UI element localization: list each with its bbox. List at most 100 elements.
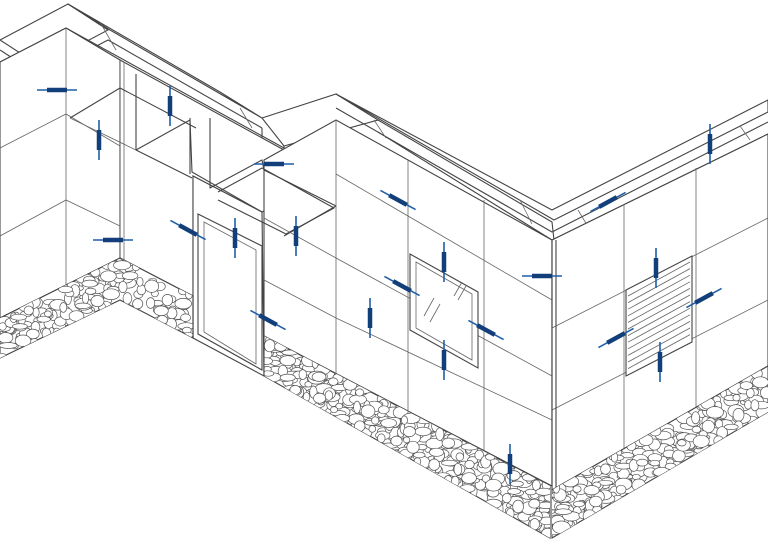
- rubble-stone: [403, 426, 416, 438]
- door: [197, 213, 263, 371]
- rubble-stone: [732, 394, 741, 402]
- rubble-stone: [406, 440, 420, 454]
- rubble-stone: [10, 313, 27, 321]
- rubble-stone: [403, 436, 411, 444]
- rubble-stone: [706, 406, 724, 419]
- louver-slat: [627, 281, 691, 317]
- rubble-stone: [353, 400, 361, 414]
- rubble-stone: [400, 415, 408, 425]
- rubble-stone: [739, 381, 754, 390]
- rubble-stone: [692, 434, 710, 448]
- rubble-stone: [328, 377, 339, 386]
- stone-plinth: [0, 257, 768, 539]
- rubble-stone: [750, 399, 760, 412]
- louver-slat: [627, 321, 691, 356]
- rubble-stone: [583, 485, 600, 496]
- rubble-stone: [302, 391, 311, 402]
- rubble-stone: [355, 388, 365, 397]
- rubble-stone: [461, 472, 477, 484]
- rubble-stone: [100, 270, 117, 283]
- rubble-stone: [413, 451, 426, 459]
- rubble-stone: [455, 452, 464, 462]
- rubble-stone: [360, 404, 376, 418]
- rubble-stone: [677, 439, 687, 447]
- rubble-stone: [118, 280, 128, 294]
- rubble-stone: [0, 332, 14, 344]
- rubble-stone: [528, 498, 541, 509]
- rubble-stone: [174, 298, 192, 310]
- rubble-stone: [146, 297, 156, 309]
- rubble-stone: [724, 423, 739, 430]
- rubble-stone: [474, 449, 484, 461]
- rubble-stone: [664, 462, 677, 470]
- louver-slat: [627, 327, 691, 363]
- rubble-stone: [12, 323, 28, 330]
- dimension-marker-icon: [380, 189, 416, 211]
- rubble-stone: [691, 425, 702, 434]
- rubble-stone: [371, 416, 380, 425]
- louver-slat: [627, 314, 691, 350]
- rubble-stone: [102, 288, 120, 300]
- rubble-stone: [121, 271, 139, 280]
- rubble-stone: [32, 307, 40, 318]
- rubble-stone: [628, 459, 639, 472]
- rubble-stone: [507, 488, 521, 495]
- rubble-stone: [441, 437, 456, 449]
- dimension-marker-icon: [170, 219, 206, 241]
- rubble-stone: [380, 418, 397, 428]
- louver-slat: [627, 274, 691, 310]
- coping-top-right: [335, 93, 768, 221]
- rubble-stone: [68, 310, 85, 322]
- rubble-stone: [572, 500, 585, 508]
- rubble-stone: [554, 508, 572, 515]
- rubble-stone: [760, 386, 768, 400]
- rubble-stone: [26, 328, 40, 340]
- rubble-stone: [414, 426, 432, 437]
- rubble-stone: [582, 509, 597, 523]
- rubble-stone: [354, 420, 366, 432]
- rubble-stone: [54, 316, 67, 327]
- rubble-stone: [485, 478, 502, 492]
- rubble-stone: [505, 507, 515, 520]
- rubble-stone: [183, 331, 193, 339]
- rubble-stone: [324, 390, 334, 401]
- rubble-stone: [537, 501, 550, 509]
- louver-vent: [625, 255, 693, 377]
- rubble-stone: [443, 475, 453, 486]
- rubble-stone: [180, 313, 191, 322]
- rubble-stone: [153, 305, 169, 317]
- rubble-stone: [0, 322, 7, 331]
- rubble-stone: [535, 487, 550, 496]
- rubble-stone: [14, 334, 32, 347]
- rubble-stone: [368, 425, 377, 433]
- rubble-stone: [464, 460, 475, 469]
- rubble-stone: [529, 518, 540, 531]
- louver-slat: [627, 261, 691, 297]
- window: [409, 253, 479, 369]
- louver-slat: [627, 268, 691, 303]
- rubble-stone: [161, 294, 174, 307]
- rubble-stone: [615, 484, 627, 495]
- dimension-marker-icon: [468, 319, 504, 341]
- dimension-marker-icon: [686, 287, 722, 309]
- rubble-stone: [90, 295, 105, 308]
- rubble-stone: [44, 310, 52, 318]
- rubble-stone: [713, 435, 724, 446]
- rubble-stone: [512, 499, 524, 514]
- rubble-stone: [429, 447, 445, 457]
- rubble-stone: [428, 458, 440, 471]
- rubble-stone: [636, 458, 649, 467]
- rubble-stone: [510, 480, 524, 487]
- rubble-stone: [0, 342, 18, 349]
- rubble-stone: [59, 302, 68, 313]
- louver-slat: [627, 294, 691, 330]
- dimension-marker-icon: [250, 309, 286, 331]
- rubble-stone: [84, 287, 97, 295]
- rubble-stone: [744, 399, 752, 410]
- rubble-stone: [113, 260, 131, 271]
- rubble-stone: [264, 339, 276, 353]
- rubble-stone: [450, 475, 460, 488]
- rubble-stone: [264, 357, 273, 365]
- rubble-stone: [589, 495, 603, 508]
- rubble-stone: [81, 279, 98, 288]
